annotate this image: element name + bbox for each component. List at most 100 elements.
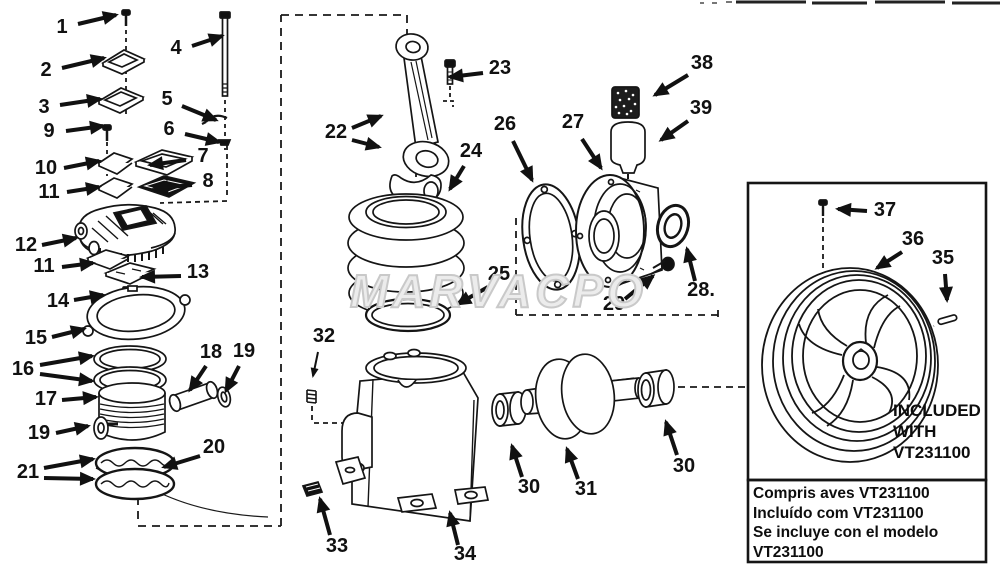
callout-arrow-30 [663, 419, 679, 456]
callout-number-10: 10 [35, 157, 57, 179]
part-3-plate [97, 87, 145, 114]
caption-box-border [746, 478, 988, 564]
callout-number-27: 27 [562, 111, 584, 133]
callout-arrow-24 [448, 164, 466, 192]
callout-arrow-21 [43, 471, 96, 486]
callout-number-29: 29 [603, 293, 625, 315]
part-19-retainer-right [216, 386, 232, 408]
part-36-flywheel [761, 267, 939, 463]
callout-arrow-29 [623, 274, 656, 301]
part-9-screw [102, 124, 112, 141]
part-37-set-screw [818, 199, 828, 216]
callout-arrow-12 [41, 233, 79, 248]
part-30-bearing-right [637, 369, 675, 408]
callout-number-18: 18 [200, 341, 222, 363]
part-12-head [74, 203, 176, 262]
part-34-crankcase [334, 348, 490, 522]
callout-arrow-19 [55, 421, 91, 436]
callout-arrow-1 [77, 11, 119, 26]
caption-line-pt: Incluído com VT231100 [753, 504, 924, 522]
callout-number-39: 39 [690, 97, 712, 119]
part-4-bolt [219, 11, 231, 97]
callout-arrow-4 [191, 33, 225, 48]
caption-line-model: VT231100 [753, 543, 824, 561]
callout-number-6: 6 [163, 118, 174, 140]
caption-note: Compris aves VT231100 Incluído com VT231… [753, 484, 983, 562]
callout-number-9: 9 [43, 120, 54, 142]
callout-arrow-9 [65, 120, 106, 135]
callout-number-34: 34 [454, 543, 477, 565]
callout-arrow-8 [152, 179, 193, 194]
part-28-bearing [655, 203, 691, 249]
callout-arrow-23 [447, 68, 484, 83]
callout-number-17: 17 [35, 388, 57, 410]
callout-arrow-18 [188, 364, 208, 393]
callout-number-26: 26 [494, 113, 516, 135]
callout-number-22: 22 [325, 121, 347, 143]
callout-arrow-17 [61, 391, 99, 406]
part-39-filter-housing [610, 121, 646, 179]
callout-number-8: 8 [202, 170, 213, 192]
callout-arrow-13 [139, 269, 182, 284]
callout-number-2: 2 [40, 59, 51, 81]
callout-arrow-10 [63, 156, 102, 171]
part-31-crankshaft [520, 353, 644, 440]
included-note: INCLUDED WITH VT231100 [893, 400, 993, 463]
callout-number-30: 30 [518, 476, 540, 498]
part-1-screw [121, 9, 131, 26]
callout-arrow-16 [39, 351, 95, 367]
part-22-connecting-rod [389, 33, 450, 204]
included-line-2: WITH [893, 422, 937, 441]
part-11-plate-b [85, 249, 131, 270]
callout-arrow-2 [61, 54, 107, 70]
callout-number-11: 11 [38, 181, 59, 203]
part-33-drain-plug [301, 480, 324, 498]
callout-number-11: 11 [33, 255, 54, 277]
callout-arrow-22 [351, 136, 382, 151]
callout-number-13: 13 [187, 261, 209, 283]
callout-arrow-27 [580, 137, 603, 171]
callout-number-28.: 28. [687, 279, 715, 301]
part-38-filter-element [611, 86, 640, 119]
part-11-plate-a [97, 177, 134, 199]
part-29-bolt [650, 256, 675, 275]
callout-arrow-30 [509, 443, 524, 478]
part-25-o-ring [364, 297, 452, 333]
callout-arrow-38 [652, 73, 690, 97]
part-10-plate [97, 152, 134, 175]
included-line-3: VT231100 [893, 443, 971, 462]
callout-number-20: 20 [203, 436, 225, 458]
callout-number-23: 23 [489, 57, 511, 79]
callout-number-32: 32 [313, 325, 335, 347]
callout-number-19: 19 [233, 340, 255, 362]
callout-arrow-6 [184, 132, 222, 146]
callout-arrow-32 [310, 351, 319, 378]
callout-arrow-11 [66, 182, 102, 196]
callout-arrow-3 [59, 94, 103, 108]
callout-number-30: 30 [673, 455, 695, 477]
watermark-text: MARVACPO [349, 264, 647, 318]
callout-number-16: 16 [12, 358, 34, 380]
callout-arrow-34 [446, 510, 460, 546]
callout-arrow-20 [161, 454, 201, 470]
callout-arrow-33 [316, 496, 332, 536]
callout-number-19: 19 [28, 422, 50, 444]
part-27-bearing-housing [575, 174, 663, 289]
callout-arrow-5 [181, 104, 219, 122]
callout-number-33: 33 [326, 535, 348, 557]
part-20-21-ring-set [94, 446, 177, 501]
part-6-valve-pin [217, 139, 232, 146]
callout-arrow-26 [511, 140, 534, 183]
part-32-spring [306, 389, 317, 404]
callout-number-3: 3 [38, 96, 49, 118]
callout-number-5: 5 [161, 88, 172, 110]
cropped-header-strip [700, 0, 1000, 5]
callout-number-1: 1 [56, 16, 67, 38]
callout-arrow-16 [39, 372, 95, 387]
callout-number-15: 15 [25, 327, 47, 349]
callout-arrow-36 [874, 250, 904, 270]
callout-arrow-11 [61, 257, 96, 272]
callout-number-25: 25 [488, 263, 510, 285]
